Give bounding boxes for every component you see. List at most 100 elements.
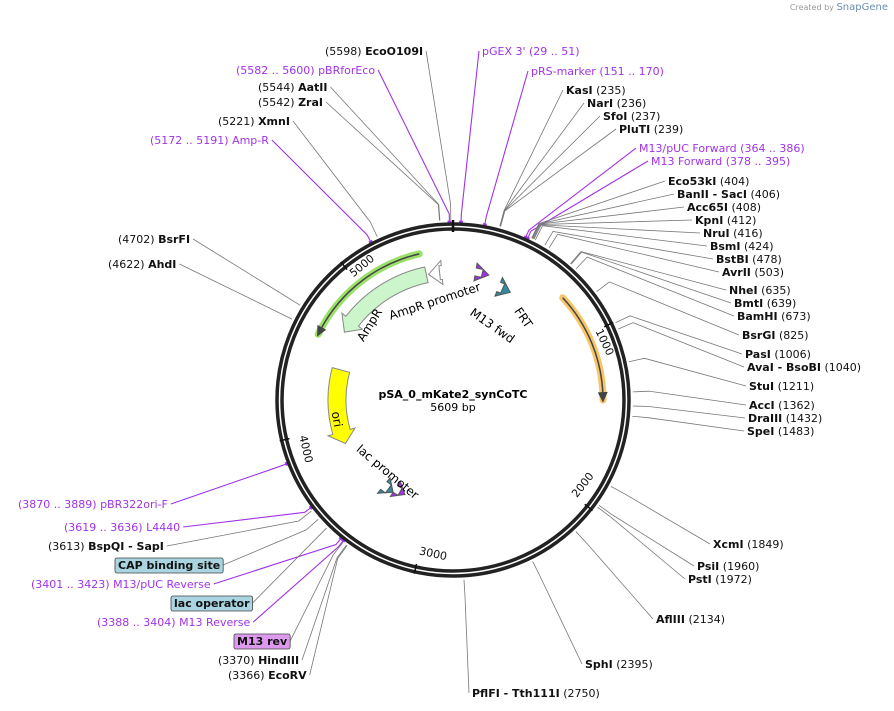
site-name: AhdI — [148, 258, 176, 271]
site-label-pasi[interactable]: PasI (1006) — [745, 348, 811, 361]
site-label-sphi[interactable]: SphI (2395) — [585, 658, 653, 671]
feature-frt[interactable] — [494, 276, 512, 297]
site-label-banii-saci[interactable]: BanII - SacI (406) — [677, 188, 780, 201]
site-label-zrai[interactable]: (5542) ZraI — [258, 96, 323, 109]
site-label-avai-bsobi[interactable]: AvaI - BsoBI (1040) — [747, 361, 861, 374]
feature-m13-fwd[interactable] — [473, 262, 490, 282]
site-label-xcmi[interactable]: XcmI (1849) — [713, 538, 784, 551]
site-label-kasi[interactable]: KasI (235) — [566, 84, 626, 97]
site-label-prs-marker[interactable]: pRS-marker (151 .. 170) — [531, 65, 664, 78]
site-position: (151 .. 170) — [599, 65, 664, 78]
site-name: NheI — [729, 284, 758, 297]
feature-ampr-promoter[interactable] — [427, 259, 444, 286]
site-label-bamhi[interactable]: BamHI (673) — [737, 310, 811, 323]
site-label-bstbi[interactable]: BstBI (478) — [716, 253, 782, 266]
site-label-bsrfi[interactable]: (4702) BsrFI — [118, 233, 190, 246]
tick-label: 2000 — [569, 470, 597, 500]
site-label-bspqi-sapi[interactable]: (3613) BspQI - SapI — [48, 540, 164, 553]
leader-line — [325, 101, 440, 221]
primer-mark — [482, 223, 487, 227]
orf-arrow-orange[interactable] — [559, 294, 607, 404]
site-label-m13-puc-reverse[interactable]: (3401 .. 3423) M13/pUC Reverse — [31, 578, 211, 591]
site-label-afliii[interactable]: AflIII (2134) — [656, 613, 725, 626]
site-label-m13-reverse[interactable]: (3388 .. 3404) M13 Reverse — [97, 616, 250, 629]
site-label-pgex-3-[interactable]: pGEX 3' (29 .. 51) — [482, 45, 580, 58]
leader-line — [598, 504, 695, 567]
site-label-l4440[interactable]: (3619 .. 3636) L4440 — [64, 521, 180, 534]
leader-line — [596, 281, 740, 336]
site-label-cap-binding-site[interactable]: CAP binding site — [114, 557, 224, 574]
site-position: (5172 .. 5191) — [150, 134, 229, 147]
site-label-m13-rev[interactable]: M13 rev — [233, 633, 291, 650]
site-position: (3870 .. 3889) — [18, 498, 97, 511]
site-label-pbrforeco[interactable]: (5582 .. 5600) pBRforEco — [236, 64, 375, 77]
leader-line — [570, 251, 727, 291]
site-label-aatii[interactable]: (5544) AatII — [258, 81, 327, 94]
site-label-kpni[interactable]: KpnI (412) — [695, 214, 756, 227]
site-name: CAP binding site — [118, 559, 220, 572]
svg-text:AvaI - BsoBI (1040): AvaI - BsoBI (1040) — [747, 361, 861, 374]
site-position: (3370) — [218, 654, 255, 667]
site-label-psii[interactable]: PsiI (1960) — [697, 560, 759, 573]
site-label-m13-puc-forward[interactable]: M13/pUC Forward (364 .. 386) — [639, 142, 805, 155]
site-label-amp-r[interactable]: (5172 .. 5191) Amp-R — [150, 134, 269, 147]
site-label-avrii[interactable]: AvrII (503) — [722, 266, 784, 279]
site-label-ecorv[interactable]: (3366) EcoRV — [228, 669, 307, 682]
leader-line — [289, 542, 344, 642]
site-name: SphI — [585, 658, 613, 671]
site-label-bsrgi[interactable]: BsrGI (825) — [742, 329, 809, 342]
site-label-eco53ki[interactable]: Eco53kI (404) — [668, 175, 749, 188]
site-label-nhei[interactable]: NheI (635) — [729, 284, 791, 297]
svg-text:pRS-marker (151 .. 170): pRS-marker (151 .. 170) — [531, 65, 664, 78]
site-label-nrui[interactable]: NruI (416) — [703, 227, 763, 240]
site-label-pluti[interactable]: PluTI (239) — [619, 123, 683, 136]
plasmid-size: 5609 bp — [430, 401, 475, 414]
leader-line — [183, 507, 312, 528]
site-label-psti[interactable]: PstI (1972) — [688, 573, 752, 586]
site-name: BsrFI — [158, 233, 190, 246]
site-name: XmnI — [258, 115, 290, 128]
svg-text:AflIII (2134): AflIII (2134) — [656, 613, 725, 626]
site-label-pbr322ori-f[interactable]: (3870 .. 3889) pBR322ori-F — [18, 498, 168, 511]
svg-text:(5221) XmnI: (5221) XmnI — [218, 115, 290, 128]
site-label-hindiii[interactable]: (3370) HindIII — [218, 654, 299, 667]
leader-line — [632, 415, 745, 432]
site-position: (5544) — [258, 81, 295, 94]
site-label-ecoo109i[interactable]: (5598) EcoO109I — [325, 45, 423, 58]
site-label-nari[interactable]: NarI (236) — [587, 97, 646, 110]
feature-label-ori[interactable]: ori — [329, 410, 345, 428]
site-label-m13-forward[interactable]: M13 Forward (378 .. 395) — [651, 155, 790, 168]
site-label-acci[interactable]: AccI (1362) — [749, 399, 815, 412]
feature-ampr[interactable] — [341, 266, 429, 333]
feature-ori[interactable] — [326, 367, 357, 445]
site-label-acc65i[interactable]: Acc65I (408) — [687, 201, 761, 214]
site-name: M13/pUC Reverse — [113, 578, 211, 591]
site-name: SpeI — [747, 425, 774, 438]
orf-arrow-orange-line — [562, 297, 604, 395]
site-position: (639) — [767, 297, 797, 310]
feature-m13-rev[interactable] — [389, 480, 406, 498]
site-position: (5221) — [218, 115, 255, 128]
feature-cap-site[interactable] — [376, 476, 394, 494]
site-label-pflfi-tth111i[interactable]: PflFI - Tth111I (2750) — [472, 687, 600, 700]
site-label-bsmi[interactable]: BsmI (424) — [710, 240, 774, 253]
feature-label-frt[interactable]: FRT — [511, 305, 535, 331]
leader-line — [632, 405, 746, 419]
feature-label-m13-fwd[interactable]: M13 fwd — [467, 305, 517, 346]
leader-line — [532, 561, 583, 665]
site-label-stui[interactable]: StuI (1211) — [749, 380, 814, 393]
site-label-xmni[interactable]: (5221) XmnI — [218, 115, 290, 128]
leader-line — [531, 193, 675, 239]
site-label-ahdi[interactable]: (4622) AhdI — [108, 258, 176, 271]
site-label-spei[interactable]: SpeI (1483) — [747, 425, 814, 438]
site-name: EcoO109I — [365, 45, 423, 58]
leader-line — [575, 256, 735, 317]
site-label-lac-operator[interactable]: lac operator — [170, 595, 253, 612]
site-name: BspQI - SapI — [88, 540, 164, 553]
site-label-draiii[interactable]: DraIII (1432) — [748, 412, 822, 425]
site-label-sfoi[interactable]: SfoI (237) — [603, 110, 660, 123]
tick-mark — [279, 437, 290, 442]
site-label-bmti[interactable]: BmtI (639) — [734, 297, 796, 310]
site-name: BsrGI — [742, 329, 775, 342]
